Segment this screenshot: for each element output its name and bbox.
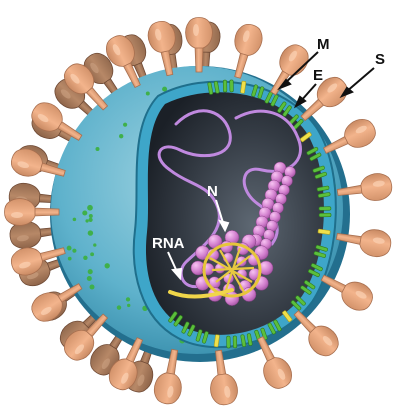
spike-protein <box>153 348 182 405</box>
label-n: N <box>207 183 218 200</box>
spike-protein <box>322 119 376 154</box>
spike-protein <box>293 310 339 357</box>
label-arrows <box>167 51 375 281</box>
e-arrow-head <box>293 95 307 109</box>
membrane-proteins <box>168 79 332 349</box>
n-protein-bead <box>224 291 240 306</box>
label-m: M <box>317 36 330 53</box>
s-arrow-head <box>339 86 354 99</box>
m-protein <box>290 295 306 311</box>
spike-protein <box>320 274 373 311</box>
spike-protein <box>31 283 83 322</box>
spike-protein <box>234 24 263 79</box>
viral-interior <box>132 80 337 349</box>
e-protein <box>213 334 220 348</box>
spike-protein <box>106 35 141 89</box>
label-s: S <box>375 51 385 68</box>
e-protein <box>282 310 293 323</box>
spike-protein <box>147 21 176 77</box>
spike-protein <box>4 198 60 226</box>
s-arrow <box>345 67 375 93</box>
spike-protein <box>108 337 144 391</box>
m-protein <box>168 311 183 327</box>
spike-protein <box>64 313 109 361</box>
spike-proteins-front <box>4 17 393 406</box>
m-protein <box>226 335 238 349</box>
m-protein <box>181 321 196 337</box>
m-protein <box>306 146 322 161</box>
m-protein <box>312 165 327 179</box>
m-protein <box>300 280 316 295</box>
label-rna: RNA <box>152 235 185 252</box>
n-arrow-head <box>218 219 230 233</box>
spike-protein <box>300 77 348 122</box>
e-protein <box>300 131 312 143</box>
m-protein <box>240 333 253 347</box>
spike-protein <box>11 247 66 276</box>
label-e: E <box>313 67 323 84</box>
spike-protein <box>31 102 83 141</box>
m-arrow-head <box>277 78 292 91</box>
spike-protein <box>11 148 66 177</box>
m-protein <box>267 319 282 335</box>
rna-coil <box>168 242 262 299</box>
spike-protein <box>185 17 213 73</box>
m-protein <box>222 79 234 93</box>
m-protein <box>318 206 332 218</box>
m-protein <box>313 244 328 258</box>
rna-arrow-head <box>171 267 183 281</box>
spike-protein <box>336 173 393 201</box>
m-protein <box>316 185 331 198</box>
spike-protein <box>64 63 109 111</box>
m-protein <box>251 84 265 99</box>
m-protein <box>277 101 292 117</box>
spike-protein <box>210 349 238 406</box>
e-protein <box>240 80 247 94</box>
m-arrow <box>283 51 319 85</box>
e-protein <box>317 228 331 235</box>
spike-protein <box>335 229 392 258</box>
m-protein <box>308 263 323 278</box>
spike-protein <box>257 335 292 389</box>
m-protein <box>207 81 220 95</box>
m-protein <box>195 329 209 344</box>
